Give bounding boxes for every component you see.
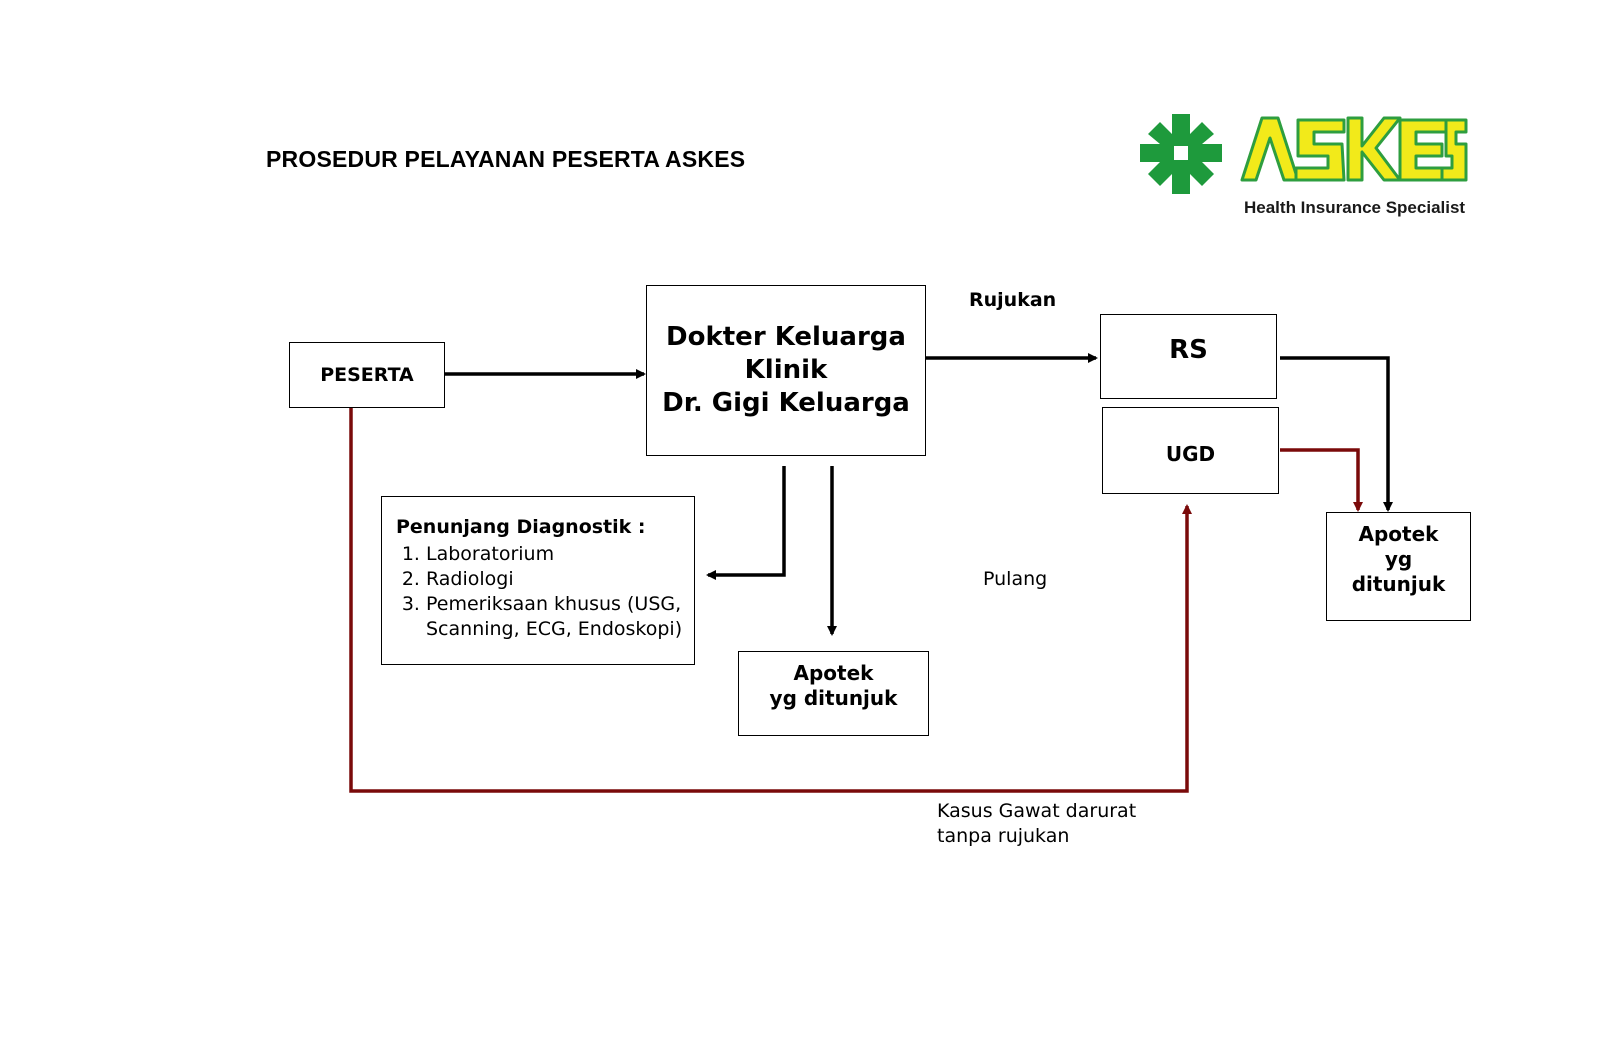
arrow-rs-to-apotek [1280, 356, 1393, 512]
node-peserta: PESERTA [289, 342, 445, 408]
node-apotek-bottom: Apotek yg ditunjuk [738, 651, 929, 736]
node-rs-label: RS [1169, 335, 1208, 365]
penunjang-item: Pemeriksaan khusus (USG, Scanning, ECG, … [426, 592, 686, 642]
askes-wordmark [1240, 116, 1468, 182]
penunjang-item: Radiologi [426, 567, 694, 592]
node-penunjang-diagnostik: Penunjang Diagnostik : Laboratorium Radi… [381, 496, 695, 665]
arrow-dokter-to-penunjang [706, 466, 786, 580]
arrow-peserta-to-ugd [349, 404, 1192, 793]
node-rs: RS [1100, 314, 1277, 399]
page-title: PROSEDUR PELAYANAN PESERTA ASKES [266, 146, 746, 172]
node-dokter-line1: Dokter Keluarga [666, 322, 906, 352]
node-apotek-right-line3: ditunjuk [1351, 572, 1446, 596]
node-apotek-right-line1: Apotek [1358, 522, 1439, 546]
label-gawat-line2: tanpa rujukan [937, 825, 1070, 847]
node-apotek-right: Apotek yg ditunjuk [1326, 512, 1471, 621]
node-peserta-label: PESERTA [320, 364, 414, 386]
penunjang-heading: Penunjang Diagnostik : [396, 516, 646, 538]
node-dokter-line3: Dr. Gigi Keluarga [662, 388, 910, 418]
penunjang-item: Laboratorium [426, 542, 694, 567]
arrow-ugd-to-apotek [1280, 448, 1363, 512]
node-apotek-bottom-line2: yg ditunjuk [769, 686, 898, 710]
node-apotek-bottom-line1: Apotek [793, 661, 874, 685]
node-apotek-right-line2: yg [1384, 547, 1413, 571]
logo-tagline: Health Insurance Specialist [1244, 198, 1466, 217]
askes-cross-icon [1140, 114, 1222, 194]
penunjang-list: Laboratorium Radiologi Pemeriksaan khusu… [396, 542, 694, 642]
label-gawat-line1: Kasus Gawat darurat [937, 800, 1137, 822]
node-ugd: UGD [1102, 407, 1279, 494]
node-dokter-line2: Klinik [744, 355, 828, 385]
askes-logo [1140, 114, 1468, 194]
node-dokter-keluarga: Dokter Keluarga Klinik Dr. Gigi Keluarga [646, 285, 926, 456]
label-pulang: Pulang [983, 568, 1048, 590]
label-rujukan: Rujukan [969, 289, 1057, 311]
node-ugd-label: UGD [1165, 442, 1216, 466]
